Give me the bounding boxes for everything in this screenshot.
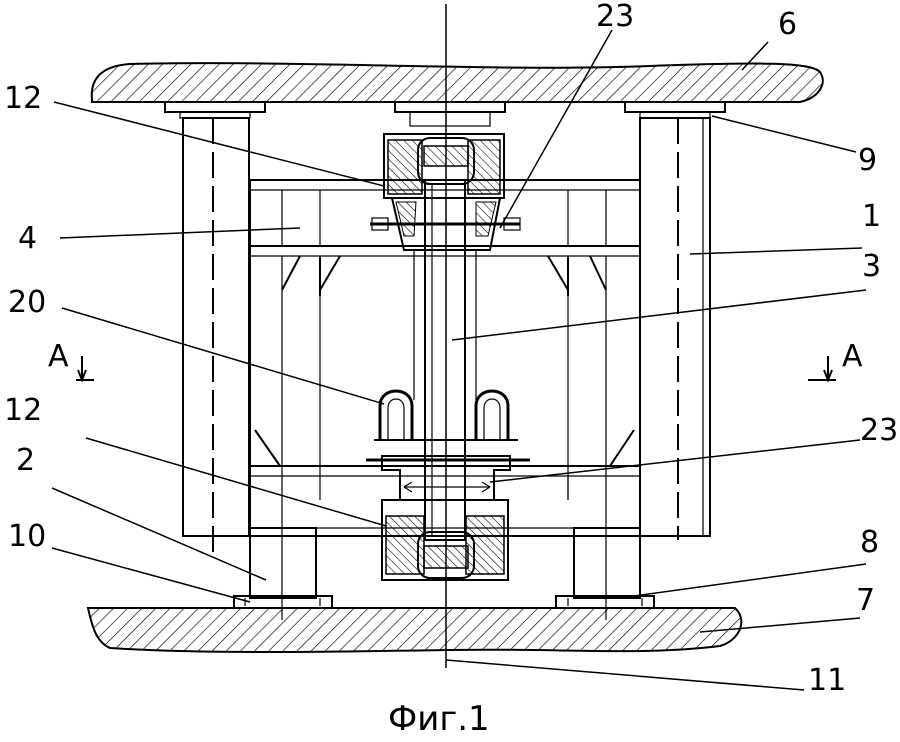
label-4: 4 — [18, 221, 37, 256]
bottom-slab — [86, 607, 743, 653]
label-12-top: 12 — [4, 81, 42, 116]
label-9: 9 — [858, 143, 877, 178]
label-7: 7 — [856, 583, 875, 618]
leader-lines — [51, 29, 867, 691]
label-2: 2 — [16, 443, 35, 478]
bottom-legs — [233, 527, 655, 609]
figure-caption: Фиг.1 — [388, 699, 490, 739]
svg-text:A: A — [48, 339, 69, 374]
top-slab — [90, 62, 824, 103]
label-23-top: 23 — [596, 0, 634, 34]
left-column — [182, 117, 250, 556]
label-3: 3 — [862, 249, 881, 284]
label-20: 20 — [8, 285, 46, 320]
label-23-bottom: 23 — [860, 413, 898, 448]
label-6: 6 — [778, 7, 797, 42]
label-1: 1 — [862, 199, 881, 234]
right-column — [639, 117, 711, 540]
reference-labels: 6 23 12 9 4 1 3 20 12 23 2 10 8 7 11 — [4, 0, 898, 698]
lower-bearing — [366, 455, 569, 581]
label-12-bottom: 12 — [4, 393, 42, 428]
section-marker-right: A — [808, 339, 863, 383]
upper-bearing — [370, 133, 521, 251]
label-8: 8 — [860, 525, 879, 560]
label-11: 11 — [808, 663, 846, 698]
central-shaft — [424, 179, 466, 541]
section-marker-left: A — [48, 339, 94, 383]
svg-text:A: A — [842, 339, 863, 374]
label-10: 10 — [8, 519, 46, 554]
